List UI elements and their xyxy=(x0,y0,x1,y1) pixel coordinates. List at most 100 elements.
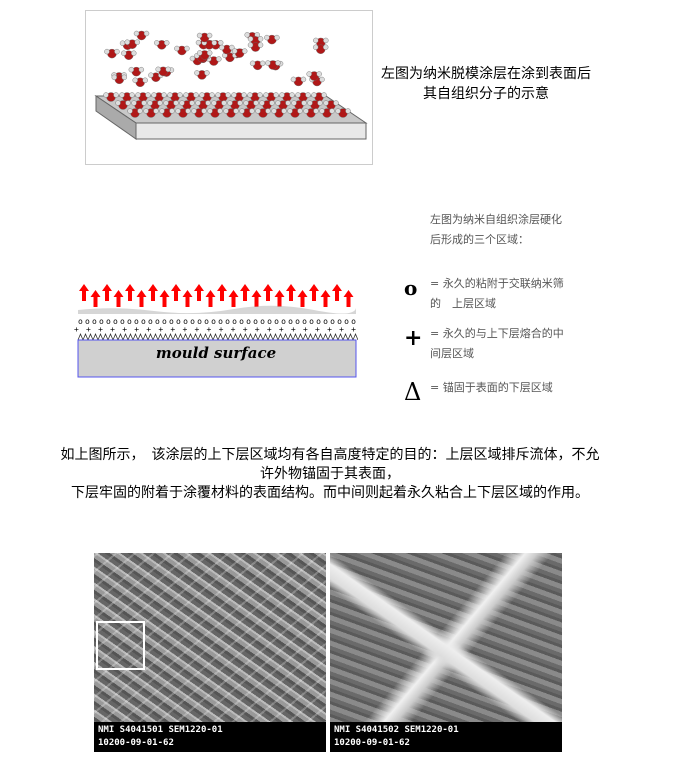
molecule xyxy=(312,44,319,50)
paragraph-line: 如上图所示， 该涂层的上下层区域均有各自高度特定的目的：上层区域排斥流体，不允许… xyxy=(60,447,600,482)
molecule xyxy=(113,92,119,98)
repel-arrow-icon xyxy=(194,284,204,301)
molecule xyxy=(265,60,271,66)
layer-legend: 左图为纳米自组织涂层硬化后形成的三个区域： o = 永久的粘附于交联纳米筛的 上… xyxy=(404,210,564,404)
molecule xyxy=(189,100,195,106)
molecule xyxy=(114,48,120,55)
legend-item-lower: Δ = 锚固于表面的下层区域 xyxy=(404,378,564,404)
repel-arrow-icon xyxy=(228,290,239,307)
molecule xyxy=(273,92,279,98)
molecule xyxy=(227,100,233,106)
molecule xyxy=(307,100,313,106)
molecule xyxy=(183,92,189,98)
mould-surface-label: mould surface xyxy=(155,344,277,362)
repel-arrow-icon xyxy=(113,290,124,307)
molecule xyxy=(206,32,213,39)
repel-arrow-icon xyxy=(274,290,285,307)
delta-symbol-icon: Δ xyxy=(404,378,422,406)
molecule xyxy=(321,92,327,98)
molecule xyxy=(233,108,239,114)
molecule xyxy=(290,76,297,83)
repel-arrow-icon xyxy=(205,290,216,307)
molecule xyxy=(143,30,150,37)
molecule xyxy=(263,92,269,98)
molecule xyxy=(129,92,135,98)
molecule xyxy=(225,92,231,98)
molecule xyxy=(145,92,151,98)
molecule xyxy=(269,100,275,106)
mould-surface-block xyxy=(77,339,357,378)
molecule xyxy=(333,100,339,106)
molecule xyxy=(131,50,137,56)
molecule xyxy=(275,60,281,66)
molecule xyxy=(287,108,293,114)
molecule xyxy=(313,108,319,114)
molecule xyxy=(206,50,213,56)
molecule xyxy=(319,76,325,83)
sem-label: 10200-09-01-62 xyxy=(98,738,174,748)
molecule xyxy=(173,100,179,106)
molecule xyxy=(207,108,213,114)
molecule xyxy=(241,92,247,98)
repel-arrow-icon xyxy=(320,290,331,307)
molecule xyxy=(279,92,285,98)
molecule xyxy=(317,100,323,106)
molecule xyxy=(201,108,207,114)
molecule xyxy=(271,108,277,114)
zoom-region-box xyxy=(96,621,145,670)
molecule xyxy=(306,71,312,77)
molecule xyxy=(249,60,256,67)
molecule xyxy=(311,92,317,98)
molecule-diagram-figure xyxy=(85,10,373,165)
molecule xyxy=(143,108,149,114)
molecule xyxy=(305,92,311,98)
molecule xyxy=(189,55,196,62)
repel-arrow-icon xyxy=(263,284,273,301)
molecule xyxy=(119,40,126,46)
molecule xyxy=(175,108,181,114)
molecule xyxy=(211,40,217,46)
repel-arrow-icon xyxy=(148,284,158,301)
repel-arrow-icon xyxy=(136,290,147,307)
molecule xyxy=(259,60,266,67)
repel-arrow-icon xyxy=(79,284,89,301)
plus-symbol-icon: + xyxy=(404,325,423,351)
molecule xyxy=(223,108,229,114)
repel-arrow-icon xyxy=(182,290,193,307)
molecule xyxy=(185,108,191,114)
molecule xyxy=(111,74,118,81)
legend-text: = 永久的粘附于交联纳米筛的 上层区域 xyxy=(430,277,564,310)
molecule xyxy=(253,100,259,106)
molecule xyxy=(265,108,271,114)
molecule xyxy=(259,100,265,106)
sem-image-2: NMI S4041502 SEM1220-01 10200-09-01-62 xyxy=(330,553,562,752)
molecule xyxy=(316,71,322,77)
repel-arrow-icon xyxy=(286,284,296,301)
molecule xyxy=(345,108,351,114)
molecule xyxy=(147,100,153,106)
molecule xyxy=(215,92,221,98)
molecule xyxy=(131,100,137,106)
molecule xyxy=(196,32,203,39)
repel-arrow-icon xyxy=(332,284,342,301)
coating-layers-diagram: oooooooooooooooooooooooooooooooooooooooo… xyxy=(74,280,359,380)
sem-label: 10200-09-01-62 xyxy=(334,738,410,748)
repel-arrow-icon xyxy=(159,290,170,307)
molecule xyxy=(257,42,264,48)
molecule xyxy=(174,45,180,52)
molecule xyxy=(196,50,203,56)
legend-intro: 左图为纳米自组织涂层硬化后形成的三个区域： xyxy=(430,213,562,246)
legend-item-middle: + = 永久的与上下层熔合的中间层区域 xyxy=(404,324,564,378)
molecule xyxy=(323,37,329,44)
molecule xyxy=(216,56,222,62)
molecule xyxy=(329,108,335,114)
molecule xyxy=(205,100,211,106)
molecule xyxy=(121,74,128,81)
molecule xyxy=(135,92,141,98)
molecule-slab-illustration xyxy=(94,30,368,140)
sem-label: NMI S4041502 SEM1220-01 xyxy=(334,725,459,735)
molecule xyxy=(132,77,138,83)
molecule xyxy=(128,66,135,73)
molecule xyxy=(319,108,325,114)
molecule xyxy=(137,108,143,114)
